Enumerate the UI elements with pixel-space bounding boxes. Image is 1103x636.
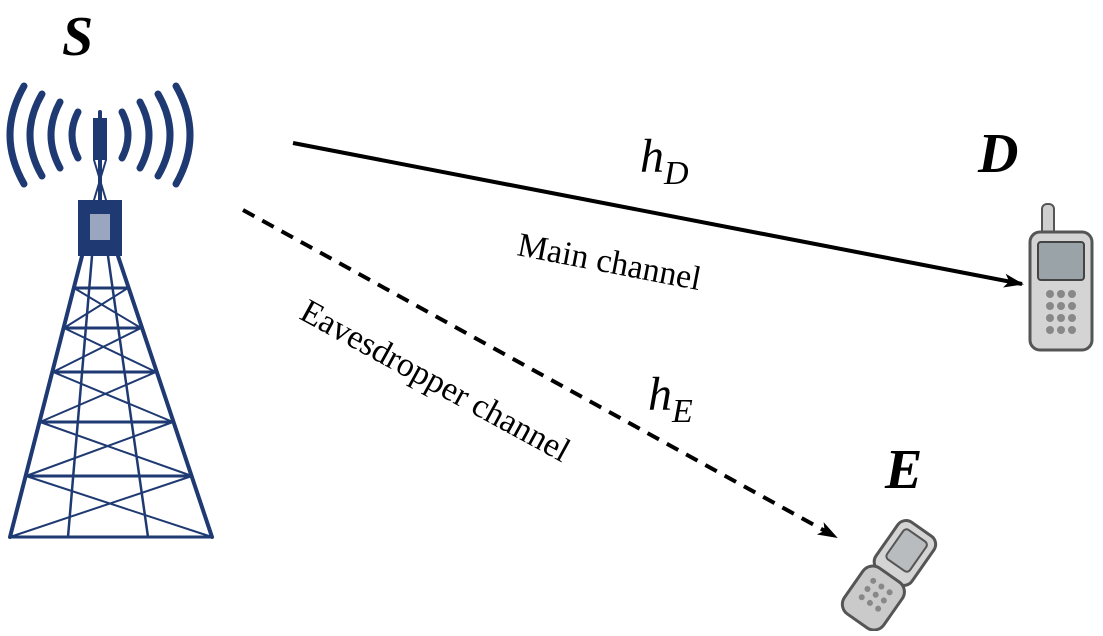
radio-tower-icon	[6, 82, 214, 539]
eavesdropper-channel-arrow	[242, 208, 838, 539]
eavesdropper-channel-label: Eavesdropper channel	[294, 293, 576, 470]
main-channel-label: Main channel	[514, 227, 704, 299]
eavesdropper-label: E	[884, 439, 922, 501]
eavesdropper-channel-gain: hE	[648, 368, 693, 430]
main-channel-arrow	[292, 141, 1024, 288]
main-channel-gain: hD	[640, 130, 689, 192]
destination-label: D	[977, 123, 1018, 185]
source-label: S	[62, 6, 93, 68]
mobile-phone-icon	[1028, 203, 1094, 352]
flip-phone-icon	[840, 519, 938, 632]
